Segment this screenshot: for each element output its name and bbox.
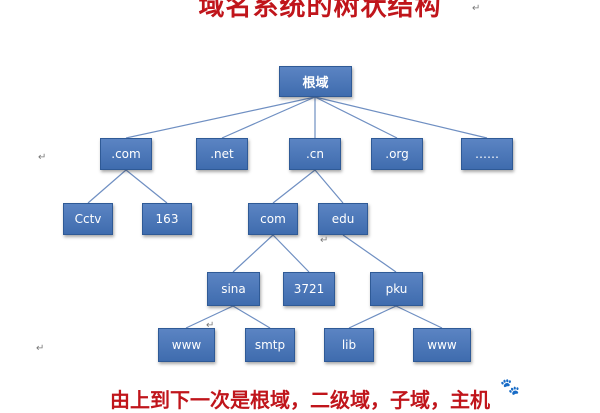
- node-3721: 3721: [283, 272, 335, 306]
- node-root: 根域: [279, 66, 352, 97]
- node-edu: edu: [318, 203, 368, 235]
- edge-com-3721: [272, 234, 310, 273]
- edge-root-com: [125, 96, 316, 139]
- node-lib: lib: [324, 328, 374, 362]
- node-net: .net: [196, 138, 248, 170]
- node-sina: sina: [207, 272, 260, 306]
- paragraph-mark: ↵: [38, 152, 47, 163]
- paragraph-mark: ↵: [206, 320, 215, 331]
- paragraph-mark: ↵: [320, 235, 329, 246]
- diagram-title: 域名系统的树状结构: [198, 0, 442, 22]
- edge-root-org: [314, 96, 398, 139]
- edge-com-163: [125, 169, 168, 204]
- edge-cn-edu: [314, 169, 344, 204]
- edge-cn-com: [272, 169, 316, 204]
- node-com: .com: [100, 138, 152, 170]
- edge-com-cctv: [87, 169, 127, 204]
- diagram-footer-note: 由上到下一次是根域，二级域，子域，主机: [110, 388, 490, 412]
- watermark: 🐾: [500, 372, 600, 400]
- paragraph-mark: ↵: [36, 343, 45, 354]
- node-org: .org: [371, 138, 423, 170]
- node-163: 163: [142, 203, 192, 235]
- edge-pku-lib: [348, 305, 397, 329]
- paragraph-mark: ↵: [472, 3, 481, 14]
- edge-root-net: [221, 96, 316, 139]
- node-pku-www: www: [413, 328, 471, 362]
- edge-sina-www: [185, 305, 234, 329]
- node-cn: .cn: [289, 138, 341, 170]
- edge-pku-www: [395, 305, 443, 329]
- node-sina-www: www: [158, 328, 215, 362]
- node-smtp: smtp: [245, 328, 295, 362]
- node-cctv: Cctv: [63, 203, 113, 235]
- paw-icon: 🐾: [500, 376, 520, 396]
- edge-com-sina: [232, 234, 274, 273]
- edge-sina-smtp: [232, 305, 271, 329]
- tree-connectors: [87, 96, 488, 329]
- node-cn-com: com: [248, 203, 298, 235]
- edge-edu-pku: [342, 234, 397, 273]
- diagram-canvas: 域名系统的树状结构 根域 .com .net .cn .org …… Cctv …: [36, 0, 600, 412]
- node-pku: pku: [370, 272, 423, 306]
- edge-root-more: [314, 96, 488, 139]
- node-more: ……: [461, 138, 513, 170]
